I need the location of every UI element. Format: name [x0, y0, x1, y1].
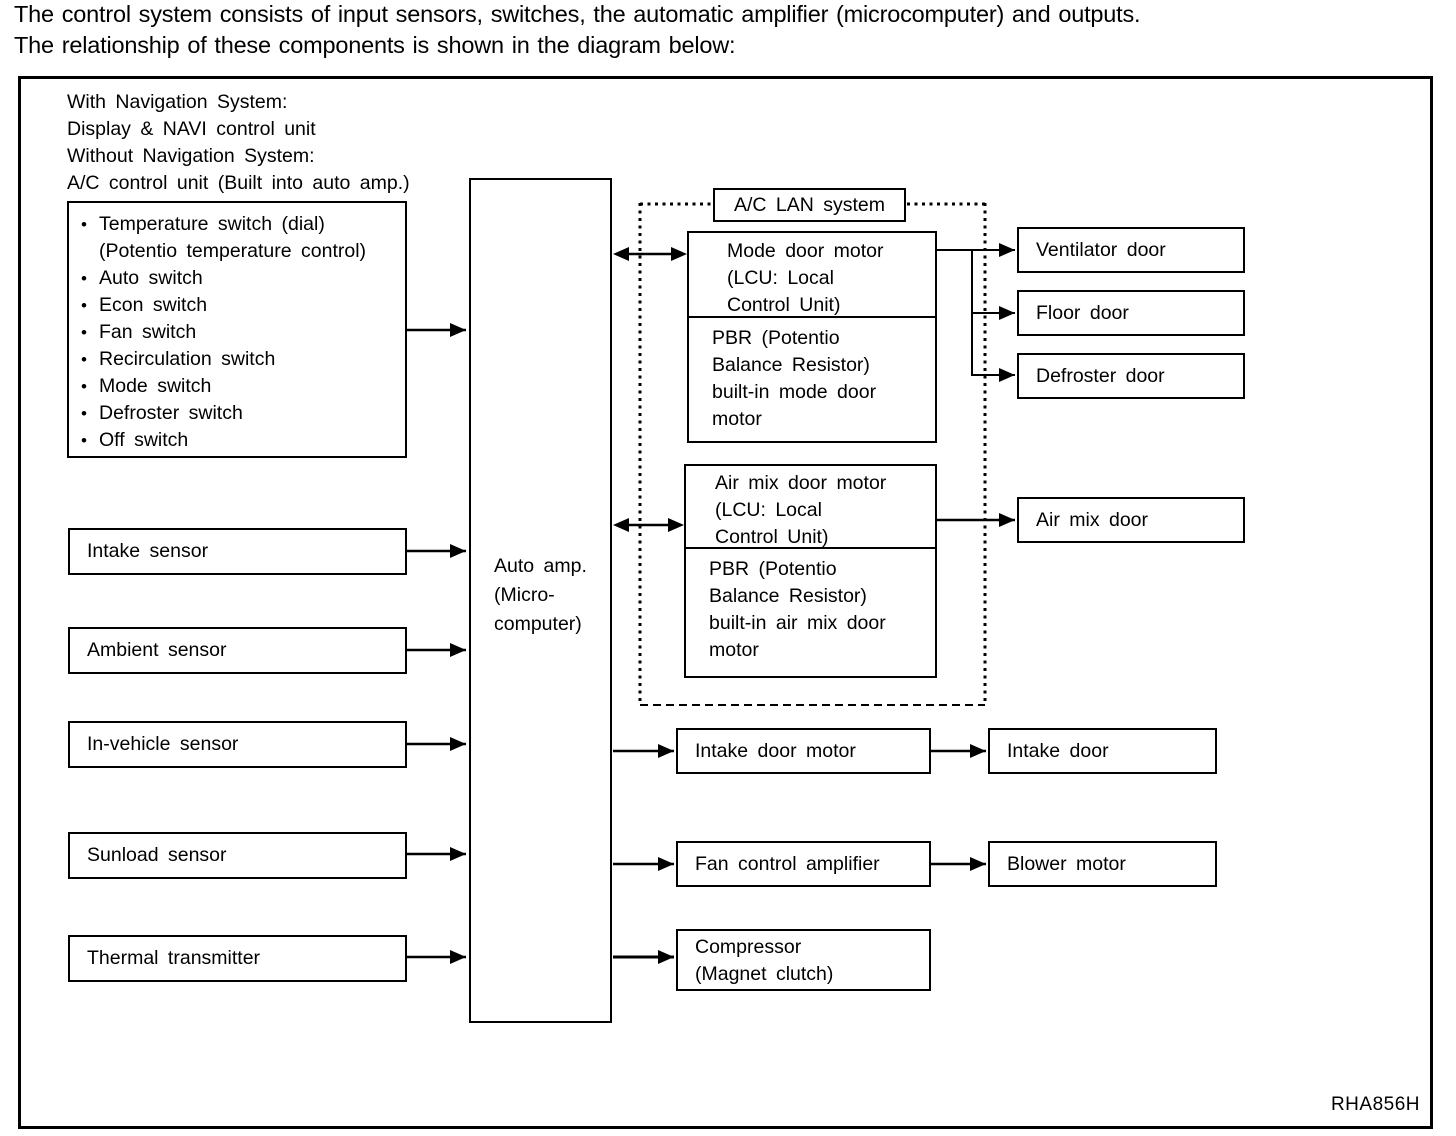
- ac-lan-system-label-box: A/C LAN system: [713, 188, 906, 222]
- list-item: • Fan switch: [69, 319, 405, 346]
- list-item: • Recirculation switch: [69, 346, 405, 373]
- ventilator-door-box: Ventilator door: [1017, 227, 1245, 273]
- nav-note: With Navigation System: Display & NAVI c…: [67, 89, 410, 197]
- auto-amp-line-2: (Micro-: [494, 584, 555, 606]
- switch-temperature: Temperature switch (dial): [99, 213, 325, 235]
- figure-id: RHA856H: [1330, 1094, 1420, 1115]
- arrowhead-left-mode: [613, 247, 629, 261]
- nav-note-line-3: Without Navigation System:: [67, 145, 315, 167]
- air-mix-door-motor-box: Air mix door motor (LCU: Local Control U…: [684, 464, 937, 678]
- air-mix-motor-lcu-section: Air mix door motor (LCU: Local Control U…: [686, 466, 935, 549]
- nav-note-line-4: A/C control unit (Built into auto amp.): [67, 172, 410, 194]
- mode-door-motor-box: Mode door motor (LCU: Local Control Unit…: [687, 231, 937, 443]
- list-item: (Potentio temperature control): [69, 238, 405, 265]
- ac-lan-system-label: A/C LAN system: [733, 193, 886, 216]
- mode-door-motor-lcu-section: Mode door motor (LCU: Local Control Unit…: [689, 233, 935, 318]
- ambient-sensor-label: Ambient sensor: [87, 639, 227, 661]
- ventilator-door-label: Ventilator door: [1036, 238, 1166, 261]
- auto-amp-label: Auto amp. (Micro- computer): [494, 552, 610, 639]
- intake-sensor-label: Intake sensor: [87, 540, 209, 562]
- floor-door-box: Floor door: [1017, 290, 1245, 336]
- bullet-icon: •: [81, 377, 87, 396]
- arrowhead-left-airmix: [613, 518, 629, 532]
- bullet-icon: •: [81, 431, 87, 450]
- intake-sensor-box: Intake sensor: [68, 528, 407, 575]
- list-item: • Defroster switch: [69, 400, 405, 427]
- mode-pbr-line-1: PBR (Potentio: [712, 327, 840, 349]
- mode-door-motor-pbr-section: PBR (Potentio Balance Resistor) built-in…: [689, 318, 935, 433]
- switch-defroster: Defroster switch: [99, 402, 243, 424]
- compressor-box: Compressor (Magnet clutch): [676, 929, 931, 991]
- blower-motor-box: Blower motor: [988, 841, 1217, 887]
- intake-door-label: Intake door: [1007, 739, 1109, 762]
- mode-motor-line-3: Control Unit): [727, 294, 841, 316]
- header-line-2: The relationship of these components is …: [14, 32, 736, 58]
- list-item: • Temperature switch (dial): [69, 211, 405, 238]
- list-item: • Off switch: [69, 427, 405, 454]
- auto-amp-line-3: computer): [494, 613, 582, 635]
- bullet-icon: •: [81, 269, 87, 288]
- diagram-frame: [18, 76, 1433, 1129]
- intake-door-motor-box: Intake door motor: [676, 728, 931, 774]
- airmix-pbr-line-3: built-in air mix door: [709, 612, 886, 634]
- in-vehicle-sensor-box: In-vehicle sensor: [68, 721, 407, 768]
- compressor-line-1: Compressor: [695, 936, 802, 958]
- air-mix-door-box: Air mix door: [1017, 497, 1245, 543]
- thermal-transmitter-box: Thermal transmitter: [68, 935, 407, 982]
- nav-note-line-1: With Navigation System:: [67, 91, 288, 113]
- sunload-sensor-box: Sunload sensor: [68, 832, 407, 879]
- airmix-motor-line-2: (LCU: Local: [715, 499, 822, 521]
- nav-note-line-2: Display & NAVI control unit: [67, 118, 316, 140]
- switch-off: Off switch: [99, 429, 189, 451]
- compressor-line-2: (Magnet clutch): [695, 963, 834, 985]
- airmix-pbr-line-1: PBR (Potentio: [709, 558, 837, 580]
- ambient-sensor-box: Ambient sensor: [68, 627, 407, 674]
- auto-amp-line-1: Auto amp.: [494, 555, 587, 577]
- mode-motor-line-2: (LCU: Local: [727, 267, 834, 289]
- auto-amp-box: Auto amp. (Micro- computer): [469, 178, 612, 1023]
- switch-fan: Fan switch: [99, 321, 197, 343]
- bullet-icon: •: [81, 215, 87, 234]
- airmix-pbr-line-2: Balance Resistor): [709, 585, 867, 607]
- mode-motor-line-1: Mode door motor: [727, 240, 884, 262]
- airmix-motor-line-1: Air mix door motor: [715, 472, 887, 494]
- sunload-sensor-label: Sunload sensor: [87, 844, 227, 866]
- bullet-icon: •: [81, 350, 87, 369]
- arrowhead-right-airmix: [668, 518, 684, 532]
- switch-recirculation: Recirculation switch: [99, 348, 276, 370]
- airmix-motor-line-3: Control Unit): [715, 526, 829, 548]
- input-switches-box: • Temperature switch (dial) (Potentio tem…: [67, 201, 407, 458]
- list-item: • Econ switch: [69, 292, 405, 319]
- fan-control-amplifier-box: Fan control amplifier: [676, 841, 931, 887]
- list-item: • Mode switch: [69, 373, 405, 400]
- bullet-icon: •: [81, 323, 87, 342]
- arrowhead-right-mode: [671, 247, 687, 261]
- switch-mode: Mode switch: [99, 375, 212, 397]
- bullet-icon: •: [81, 404, 87, 423]
- header-line-1: The control system consists of input sen…: [14, 1, 1141, 27]
- bullet-icon: •: [81, 296, 87, 315]
- air-mix-door-label: Air mix door: [1036, 508, 1149, 531]
- mode-pbr-line-3: built-in mode door: [712, 381, 877, 403]
- mode-pbr-line-2: Balance Resistor): [712, 354, 870, 376]
- airmix-pbr-line-4: motor: [709, 639, 759, 661]
- intake-door-motor-label: Intake door motor: [695, 739, 856, 762]
- switch-econ: Econ switch: [99, 294, 208, 316]
- floor-door-label: Floor door: [1036, 301, 1129, 324]
- switch-temperature-sub: (Potentio temperature control): [99, 240, 367, 262]
- defroster-door-label: Defroster door: [1036, 364, 1165, 387]
- defroster-door-box: Defroster door: [1017, 353, 1245, 399]
- in-vehicle-sensor-label: In-vehicle sensor: [87, 733, 239, 755]
- mode-pbr-line-4: motor: [712, 408, 762, 430]
- air-mix-motor-pbr-section: PBR (Potentio Balance Resistor) built-in…: [686, 549, 935, 664]
- fan-control-amplifier-label: Fan control amplifier: [695, 852, 880, 875]
- blower-motor-label: Blower motor: [1007, 852, 1126, 875]
- list-item: • Auto switch: [69, 265, 405, 292]
- switch-auto: Auto switch: [99, 267, 203, 289]
- thermal-transmitter-label: Thermal transmitter: [87, 947, 261, 969]
- intake-door-box: Intake door: [988, 728, 1217, 774]
